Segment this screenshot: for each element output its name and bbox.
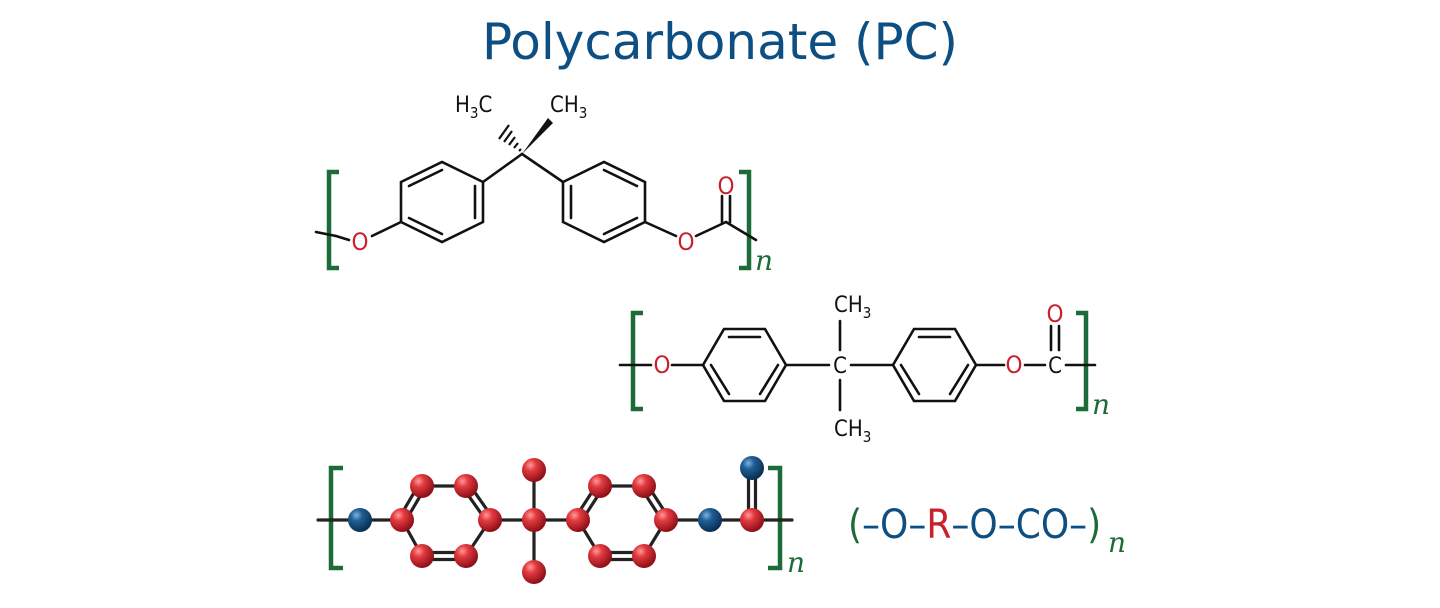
carbon-ball	[454, 474, 478, 498]
left-bracket	[328, 465, 343, 571]
carbon-ball	[410, 474, 434, 498]
carbon-ball	[632, 474, 656, 498]
carbonyl-oxygen-ball	[740, 456, 764, 480]
carbon-ball	[478, 508, 502, 532]
oxygen-ball	[698, 508, 722, 532]
carbonyl-carbon-ball	[740, 508, 764, 532]
left-bracket	[326, 169, 339, 271]
methyl-bottom-label: CH3	[834, 417, 871, 446]
right-bracket	[768, 465, 783, 571]
carbonyl-oxygen-label: O	[718, 172, 735, 200]
carbon-ball	[588, 474, 612, 498]
central-carbon-label: C	[833, 354, 847, 379]
methyl-top-label: CH3	[834, 293, 871, 322]
ball-atoms	[348, 456, 764, 584]
oxygen-right-label: O	[678, 228, 695, 256]
right-bracket	[1076, 310, 1089, 412]
skeletal-formula: H3C CH3 O O O n	[314, 93, 773, 277]
oxygen-left-label: O	[352, 228, 369, 256]
oxygen-ball	[348, 508, 372, 532]
solid-wedge	[522, 118, 553, 154]
carbon-ball	[654, 508, 678, 532]
general-formula-text: (–O–R–O–CO–)	[848, 502, 1101, 548]
right-bracket	[739, 169, 752, 271]
carbon-ball	[454, 544, 478, 568]
carbon-ball	[390, 508, 414, 532]
repeat-subscript: n	[1092, 388, 1110, 421]
general-formula: (–O–R–O–CO–) n	[848, 502, 1126, 559]
oxygen-right-label: O	[1006, 351, 1023, 379]
methyl-left-label: H3C	[455, 93, 492, 122]
carbon-ball	[410, 544, 434, 568]
carbon-ball	[566, 508, 590, 532]
carbonyl-oxygen-label: O	[1047, 300, 1064, 328]
structural-formula: C CH3 CH3 O C O O n	[618, 293, 1110, 446]
repeat-subscript: n	[1108, 526, 1126, 559]
repeat-subscript: n	[755, 244, 773, 277]
carbon-ball	[522, 508, 546, 532]
carbon-ball	[632, 544, 656, 568]
hashed-wedge	[498, 124, 522, 152]
page-title: Polycarbonate (PC)	[481, 13, 959, 71]
methyl-carbon-ball	[522, 458, 546, 482]
methyl-carbon-ball	[522, 560, 546, 584]
carbonyl-carbon-label: C	[1048, 354, 1062, 379]
methyl-right-label: CH3	[550, 93, 587, 122]
ball-and-stick-model: n	[316, 456, 805, 584]
left-bracket	[630, 310, 643, 412]
oxygen-left-label: O	[654, 351, 671, 379]
carbon-ball	[588, 544, 612, 568]
repeat-subscript: n	[787, 546, 805, 579]
